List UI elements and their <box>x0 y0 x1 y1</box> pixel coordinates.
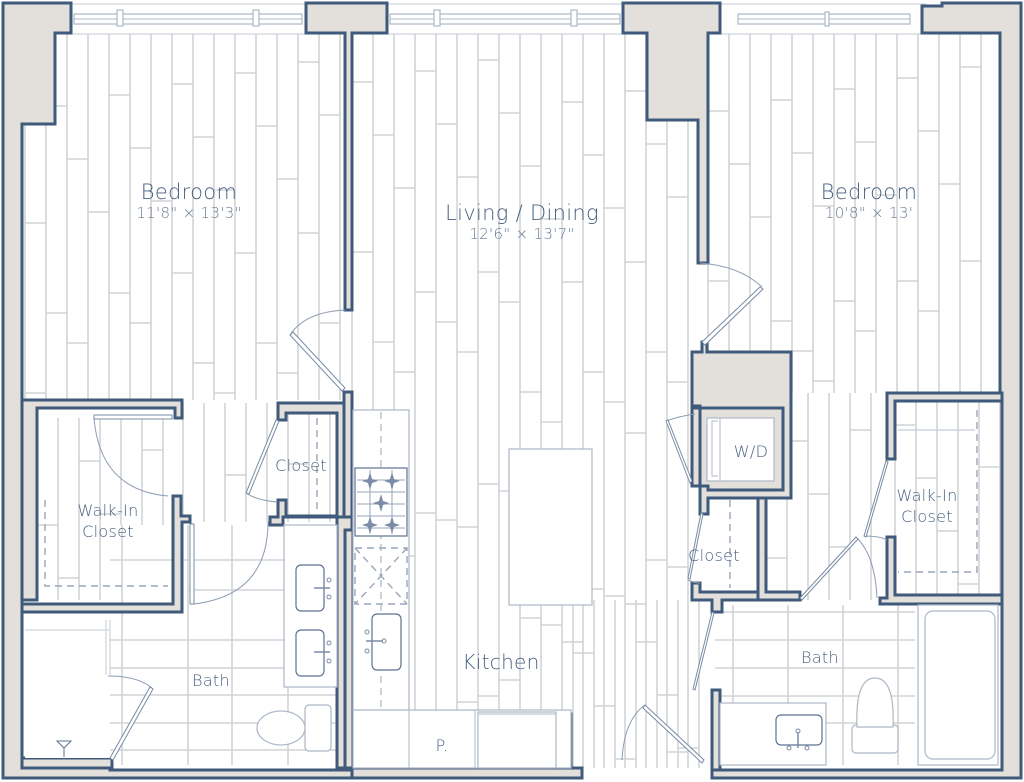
dishwasher-icon <box>354 547 408 605</box>
shower-1 <box>25 620 111 758</box>
label-line: Closet <box>82 522 134 541</box>
closet-rods <box>44 410 978 588</box>
label-line: Walk-In <box>77 501 139 520</box>
space-label-bath-2: Bath <box>801 648 839 667</box>
wall-living-left-post <box>342 390 354 532</box>
wall-bath-2-left <box>710 688 722 772</box>
window-bedroom-1 <box>69 3 307 35</box>
wall-walkin-2-bottom <box>878 535 1004 606</box>
wall-walkin-1-top <box>20 398 184 602</box>
kitchen-sink-icon <box>364 613 402 671</box>
space-label-closet-2: Closet <box>688 546 740 565</box>
wall-bath-1-bottom-step <box>20 756 114 770</box>
kitchen-island <box>508 448 593 606</box>
refrigerator <box>477 711 557 769</box>
wall-walkin-1 <box>20 494 192 614</box>
room-label-bedroom-2: Bedroom 10'8" × 13' <box>821 180 917 222</box>
bath-1-vanity <box>283 524 338 688</box>
label-line: Walk-In <box>896 486 958 505</box>
doors <box>93 262 889 764</box>
toilet-icon-1 <box>256 704 332 752</box>
space-label-walk-in-closet-1: Walk-In Closet <box>77 500 138 542</box>
washer-dryer-unit <box>706 417 775 482</box>
room-dimensions: 11'8" × 13'3" <box>136 204 242 222</box>
space-label-kitchen: Kitchen <box>462 650 540 674</box>
wall-bottom <box>350 766 584 780</box>
label-line: Closet <box>901 507 953 526</box>
space-label-washer-dryer: W/D <box>733 442 769 461</box>
wall-pier-1 <box>304 1 389 312</box>
room-name: Bedroom <box>140 180 238 204</box>
space-label-pantry: P. <box>435 736 449 755</box>
window-living <box>386 3 624 35</box>
room-label-living-dining: Living / Dining 12'6" × 13'7" <box>445 201 599 243</box>
space-label-closet-1: Closet <box>275 456 327 475</box>
space-label-walk-in-closet-2: Walk-In Closet <box>896 485 957 527</box>
window-bedroom-2 <box>719 3 927 35</box>
wall-pier-2 <box>621 1 722 265</box>
wall-kitchen-left <box>343 528 355 770</box>
room-dimensions: 12'6" × 13'7" <box>469 225 575 243</box>
wall-closet-2-left <box>690 581 760 614</box>
bathtub <box>917 604 999 766</box>
room-label-bedroom-1: Bedroom 11'8" × 13'3" <box>136 180 241 222</box>
room-dimensions: 10'8" × 13' <box>824 204 914 222</box>
bath-2-vanity <box>719 702 827 766</box>
room-name: Living / Dining <box>445 201 599 225</box>
space-label-bath-1: Bath <box>192 671 230 690</box>
stove-icon <box>354 467 408 537</box>
toilet-icon-2 <box>851 677 899 754</box>
wall-closet-2 <box>756 496 802 602</box>
room-name: Bedroom <box>820 180 918 204</box>
wall-walkin-2 <box>885 391 1004 461</box>
